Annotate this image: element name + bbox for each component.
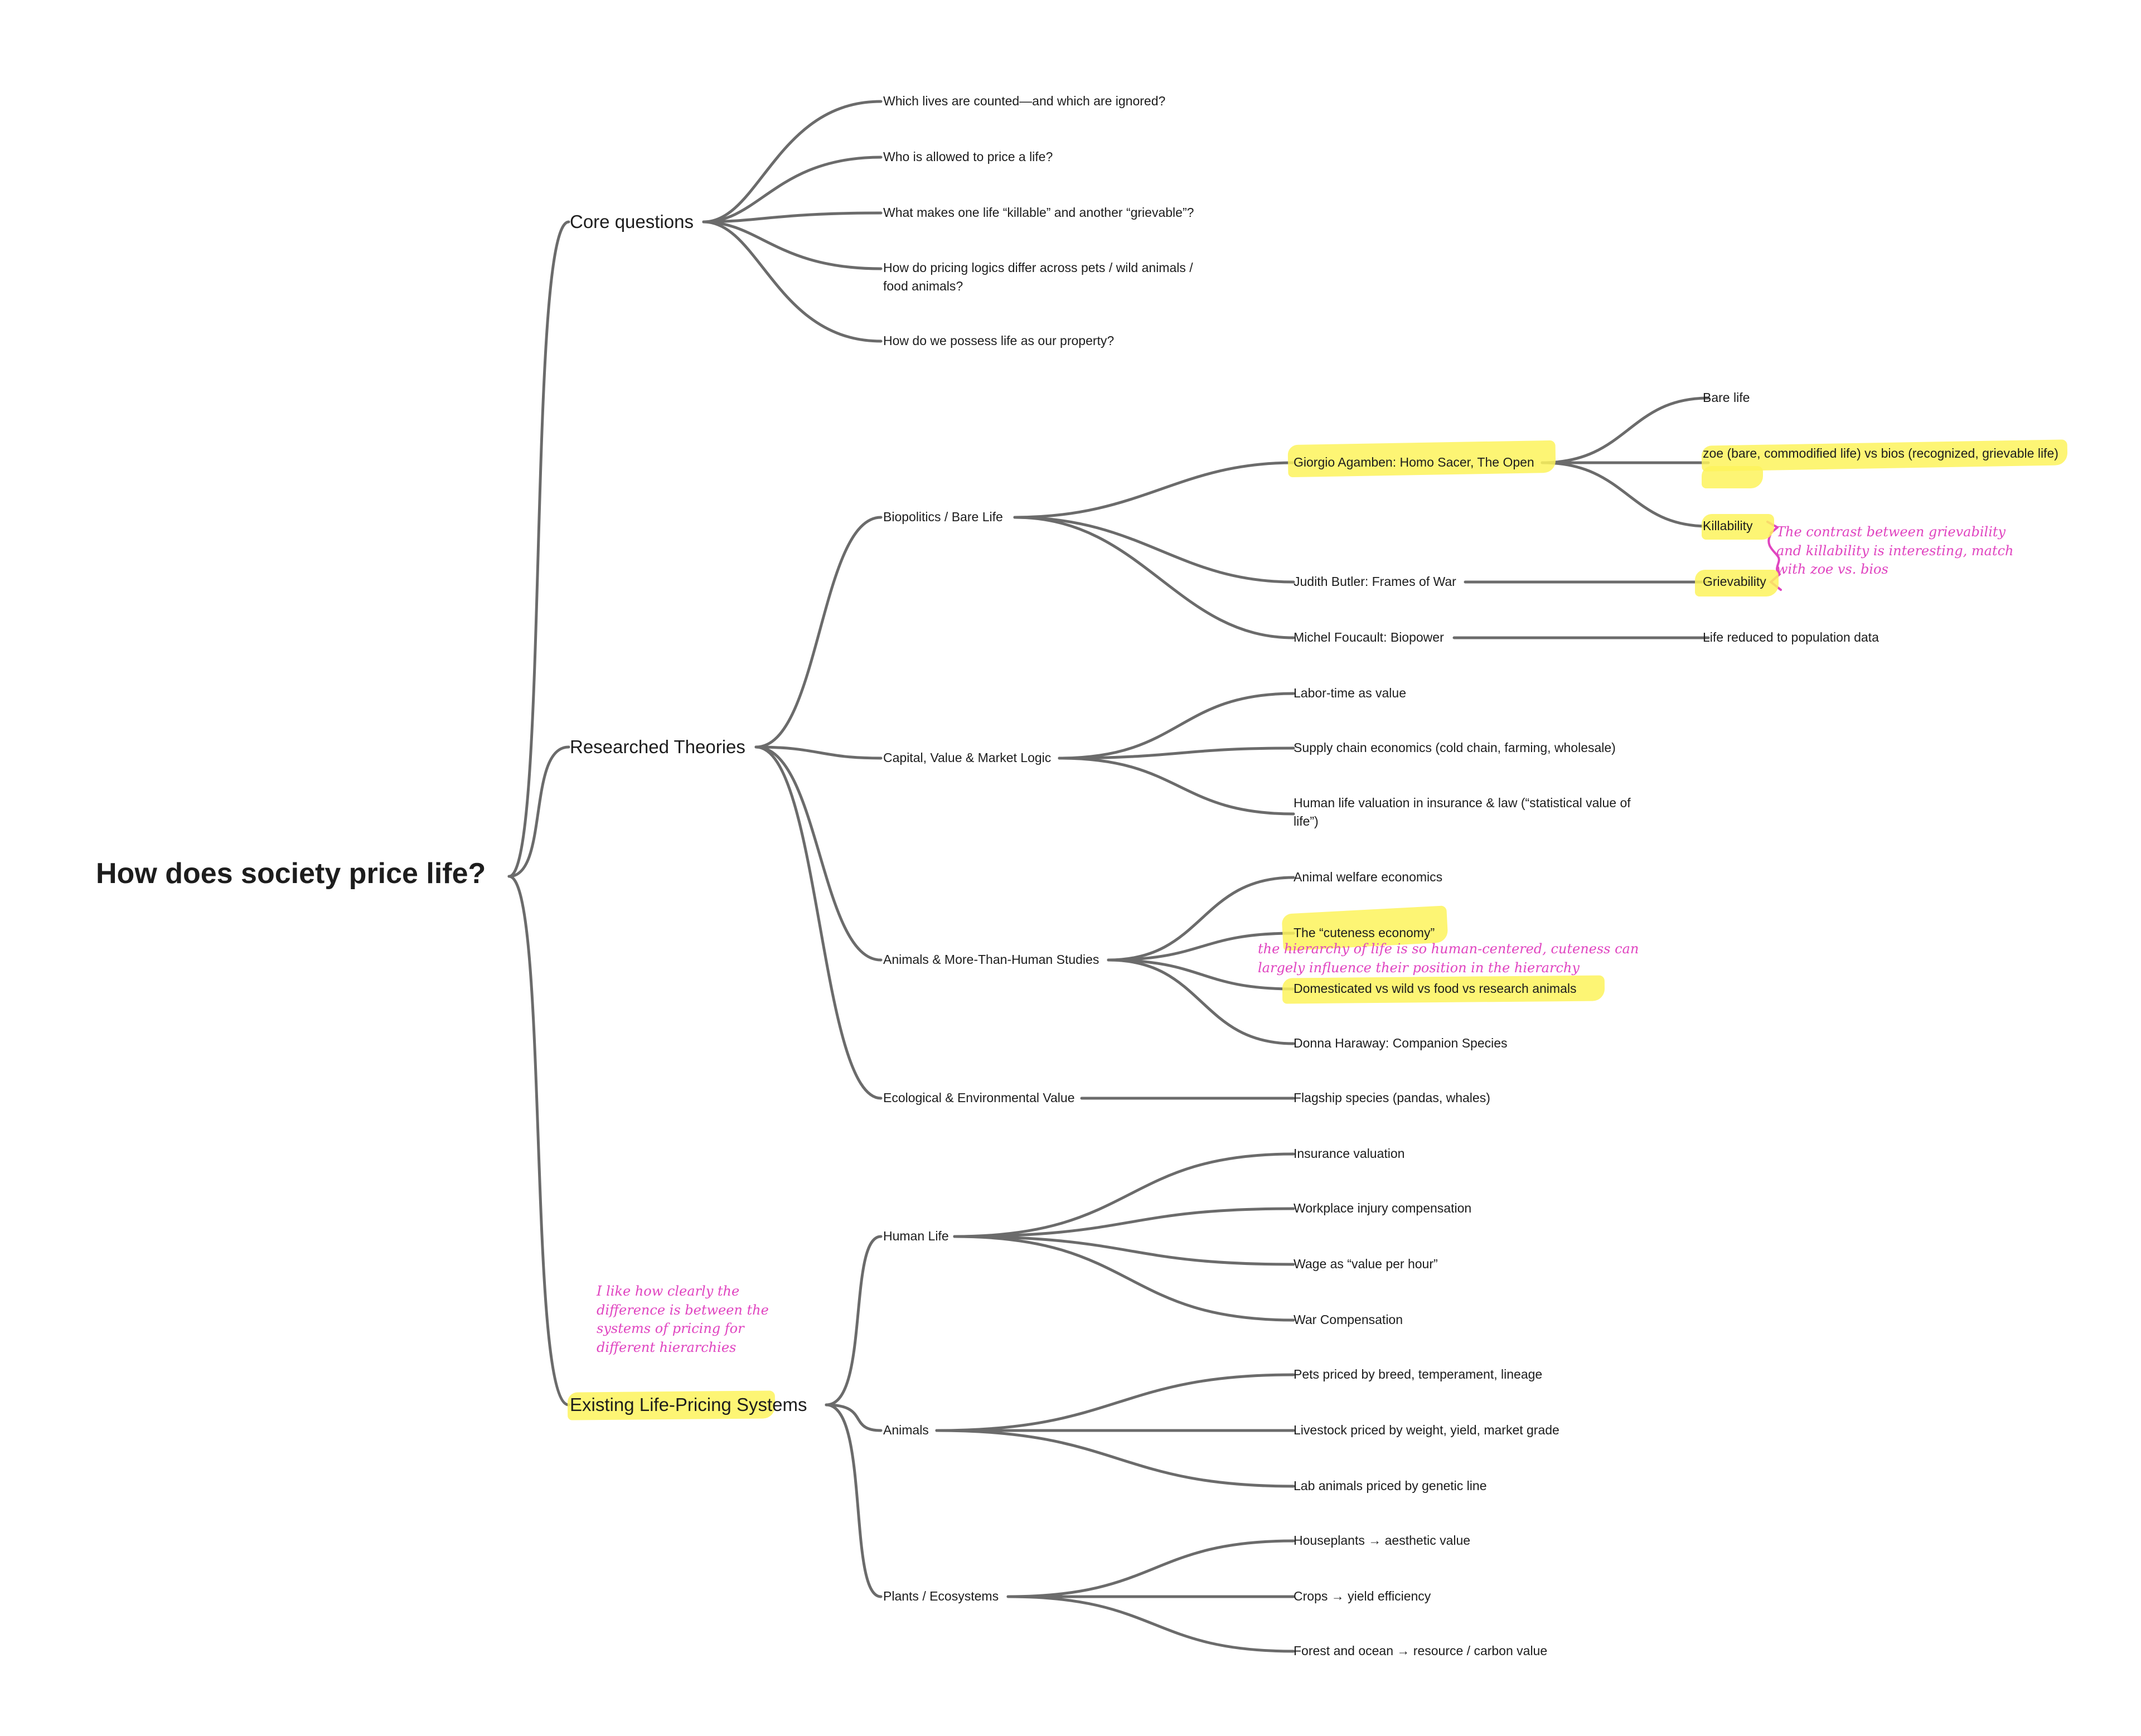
edge-theories-eco <box>754 745 883 1100</box>
edge-cap-3 <box>1058 757 1295 816</box>
edge-agamben-bare <box>1541 396 1710 464</box>
edge-sys-animals <box>825 1403 883 1432</box>
edge-core-q2 <box>702 156 883 224</box>
edge-root-theories <box>507 745 570 878</box>
animals-item-4[interactable]: Donna Haraway: Companion Species <box>1294 1036 1508 1050</box>
edge-pl-1 <box>1006 1539 1295 1598</box>
annotation-grievability-killability[interactable]: The contrast between grievability and ki… <box>1776 524 2014 578</box>
annotation-systems[interactable]: I like how clearly the difference is bet… <box>597 1283 769 1355</box>
branch-core-questions[interactable]: Core questions <box>570 211 694 232</box>
edge-theories-animals <box>754 745 883 962</box>
core-question-1[interactable]: Which lives are counted—and which are ig… <box>883 94 1166 108</box>
edge-hum-2 <box>953 1207 1295 1238</box>
capital-item-2[interactable]: Supply chain economics (cold chain, farm… <box>1294 740 1616 755</box>
theory-capital[interactable]: Capital, Value & Market Logic <box>883 750 1052 765</box>
animals-item-3[interactable]: Domesticated vs wild vs food vs research… <box>1294 981 1577 996</box>
sys-animals-item-1[interactable]: Pets priced by breed, temperament, linea… <box>1294 1367 1543 1381</box>
system-animals[interactable]: Animals <box>883 1423 929 1437</box>
plants-item-1[interactable]: Houseplants → aesthetic value <box>1294 1533 1471 1548</box>
leaf-bare-life[interactable]: Bare life <box>1703 390 1750 405</box>
core-question-5[interactable]: How do we possess life as our property? <box>883 333 1115 348</box>
leaf-zoe-vs-bios[interactable]: zoe (bare, commodified life) vs bios (re… <box>1703 446 2058 460</box>
leaf-grievability[interactable]: Grievability <box>1703 574 1766 589</box>
theory-animals[interactable]: Animals & More-Than-Human Studies <box>883 952 1099 967</box>
edge-sys-human <box>825 1235 883 1407</box>
edge-theories-capital <box>754 745 883 760</box>
edge-core-q5 <box>702 220 883 343</box>
theory-foucault[interactable]: Michel Foucault: Biopower <box>1294 630 1444 644</box>
system-human-life[interactable]: Human Life <box>883 1229 949 1243</box>
leaf-population-data[interactable]: Life reduced to population data <box>1703 630 1879 644</box>
edge-core-q1 <box>702 100 883 224</box>
human-item-4[interactable]: War Compensation <box>1294 1312 1403 1327</box>
edge-theories-bio <box>754 516 883 749</box>
human-item-3[interactable]: Wage as “value per hour” <box>1294 1257 1438 1271</box>
theory-biopolitics[interactable]: Biopolitics / Bare Life <box>883 510 1003 524</box>
edge-bio-butler <box>1013 516 1295 584</box>
edge-sani-1 <box>935 1373 1295 1432</box>
theory-agamben[interactable]: Giorgio Agamben: Homo Sacer, The Open <box>1294 455 1534 469</box>
edge-bio-foucault <box>1013 516 1295 639</box>
edge-sys-plants <box>825 1403 883 1598</box>
plants-item-2[interactable]: Crops → yield efficiency <box>1294 1589 1431 1603</box>
edge-ani-1 <box>1107 876 1295 962</box>
plants-item-3[interactable]: Forest and ocean → resource / carbon val… <box>1294 1643 1548 1658</box>
theory-ecological[interactable]: Ecological & Environmental Value <box>883 1090 1075 1105</box>
edge-ani-4 <box>1107 958 1295 1045</box>
edge-core-q4 <box>702 220 883 270</box>
animals-item-2[interactable]: The “cuteness economy” <box>1294 925 1435 940</box>
edge-core-q3 <box>702 211 883 224</box>
annotation-arrow-link <box>1767 534 1781 575</box>
edge-root-core <box>507 220 570 878</box>
edge-agamben-kill <box>1541 461 1710 528</box>
human-item-1[interactable]: Insurance valuation <box>1294 1146 1405 1161</box>
theory-butler[interactable]: Judith Butler: Frames of War <box>1294 574 1456 589</box>
edge-sani-3 <box>935 1429 1295 1488</box>
eco-item-1[interactable]: Flagship species (pandas, whales) <box>1294 1090 1490 1105</box>
human-item-2[interactable]: Workplace injury compensation <box>1294 1201 1472 1215</box>
system-plants[interactable]: Plants / Ecosystems <box>883 1589 999 1603</box>
edge-cap-2 <box>1058 746 1295 760</box>
sys-animals-item-3[interactable]: Lab animals priced by genetic line <box>1294 1478 1487 1493</box>
core-question-2[interactable]: Who is allowed to price a life? <box>883 149 1053 164</box>
edge-hum-4 <box>953 1235 1295 1322</box>
edge-root-systems <box>507 875 570 1407</box>
highlight-killability <box>1702 514 1774 540</box>
branch-existing-systems[interactable]: Existing Life-Pricing Systems <box>570 1394 807 1415</box>
core-question-3[interactable]: What makes one life “killable” and anoth… <box>883 205 1194 220</box>
edge-hum-3 <box>953 1235 1295 1266</box>
capital-item-1[interactable]: Labor-time as value <box>1294 686 1406 700</box>
edge-bio-agamben <box>1013 461 1295 519</box>
core-question-4[interactable]: How do pricing logics differ across pets… <box>883 260 1193 294</box>
sys-animals-item-2[interactable]: Livestock priced by weight, yield, marke… <box>1294 1423 1559 1437</box>
edge-ani-2 <box>1107 932 1295 962</box>
root-node[interactable]: How does society price life? <box>96 857 486 890</box>
highlight-zoe-line2 <box>1702 466 1763 488</box>
capital-item-3[interactable]: Human life valuation in insurance & law … <box>1294 796 1631 829</box>
edge-hum-1 <box>953 1152 1295 1238</box>
annotation-cuteness[interactable]: the hierarchy of life is so human-center… <box>1258 941 1639 976</box>
edge-ani-3 <box>1107 958 1295 991</box>
leaf-killability[interactable]: Killability <box>1703 518 1753 533</box>
branch-researched-theories[interactable]: Researched Theories <box>570 736 745 757</box>
edge-cap-1 <box>1058 692 1295 760</box>
animals-item-1[interactable]: Animal welfare economics <box>1294 870 1443 884</box>
highlight-grievability <box>1695 570 1779 597</box>
edge-pl-3 <box>1006 1595 1295 1653</box>
